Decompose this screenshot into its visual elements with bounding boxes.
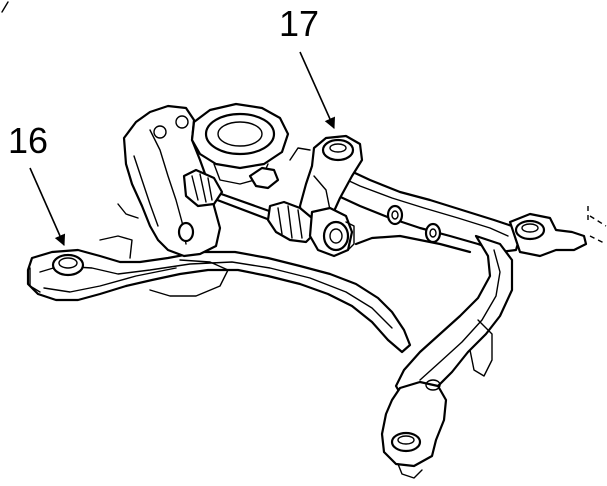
- corner-mark: [1, 1, 9, 13]
- subframe-assembly: [26, 102, 607, 479]
- dashed-mount-reference: [587, 206, 607, 245]
- leader-arrow-17: [299, 51, 335, 130]
- crossmember-bushing-a: [386, 204, 404, 226]
- tower-hole: [177, 221, 195, 243]
- front-crossmember: [26, 248, 412, 354]
- crossmember-bushing-b: [424, 222, 442, 244]
- bolt-cap: [248, 166, 280, 190]
- rear-lower-mount: [380, 380, 448, 468]
- strut-mount-17: [298, 134, 364, 234]
- mount-bushing-17: [321, 138, 355, 162]
- left-knuckle-tower: [122, 104, 222, 258]
- callout-label-16: 16: [8, 120, 48, 161]
- right-side-rail: [394, 234, 514, 402]
- callout-label-17: 17: [279, 3, 319, 44]
- leader-arrow-16: [29, 167, 66, 247]
- diagonal-brace: [354, 234, 472, 254]
